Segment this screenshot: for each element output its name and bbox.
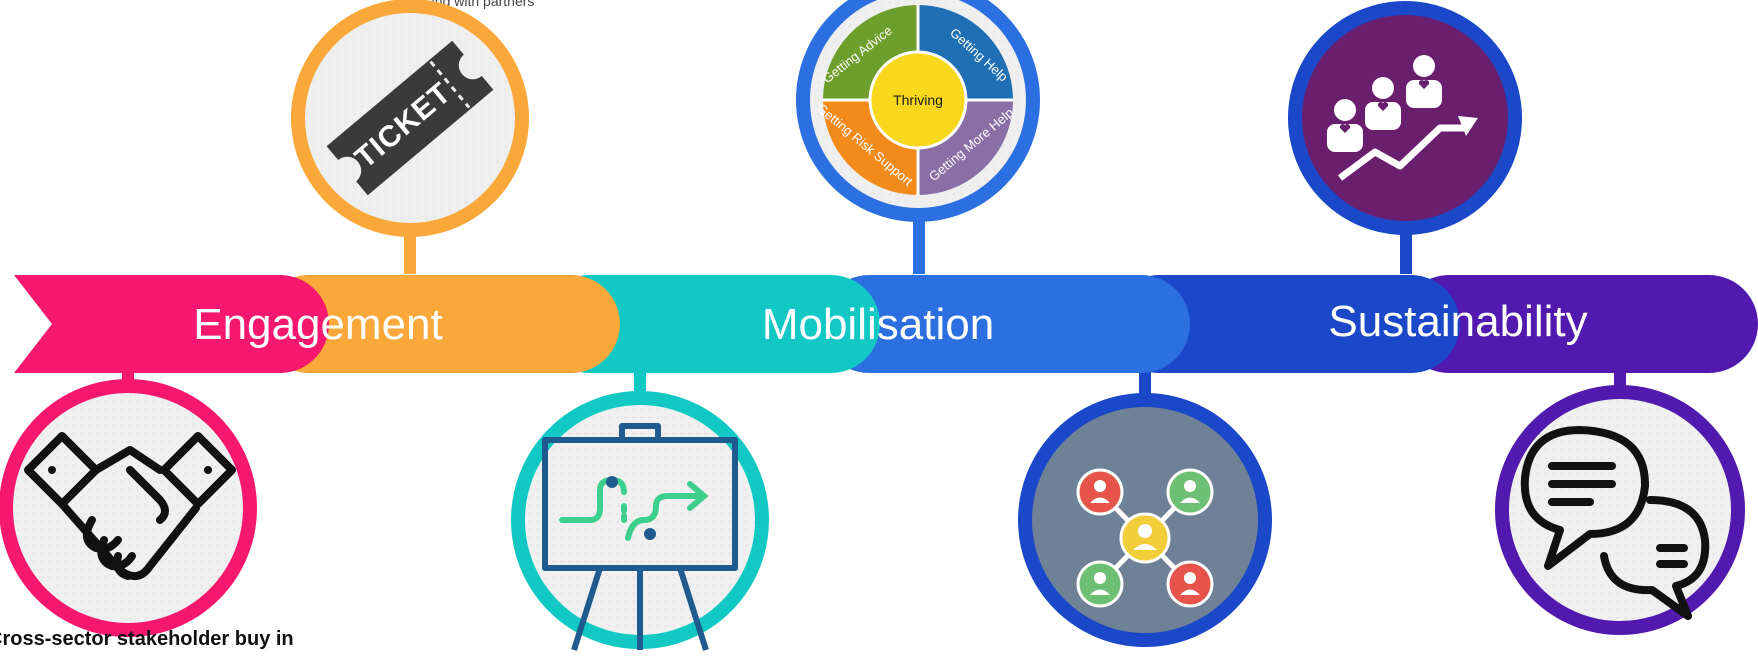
top-caption: ...ing with partners — [420, 0, 534, 9]
wheel-center — [868, 50, 968, 150]
band-segment-3 — [540, 275, 880, 373]
handshake-icon — [0, 379, 257, 637]
network-icon — [1018, 393, 1272, 647]
stakeholder-caption: Cross-sector stakeholder buy in — [0, 628, 294, 650]
wheel-center-label: Thriving — [893, 92, 943, 108]
phase-label-sustainability: Sustainability — [1328, 297, 1587, 346]
phase-label-engagement: Engagement — [193, 300, 443, 349]
timeline-band — [14, 275, 1758, 373]
band-segment-2 — [260, 275, 620, 373]
band-segment-4 — [820, 275, 1190, 373]
ticket-icon: TICKET — [291, 0, 529, 237]
growth-people-icon — [1288, 1, 1522, 235]
roadmap-board-icon — [511, 391, 769, 651]
phase-label-mobilisation: Mobilisation — [762, 300, 994, 349]
band-segment-5 — [1110, 275, 1460, 373]
chat-bubbles-icon — [1495, 385, 1745, 635]
band-segment-1 — [14, 275, 329, 373]
wheel-icon: Thriving Getting Advice Getting Help Get… — [796, 0, 1040, 222]
band-segment-6 — [1400, 275, 1758, 373]
